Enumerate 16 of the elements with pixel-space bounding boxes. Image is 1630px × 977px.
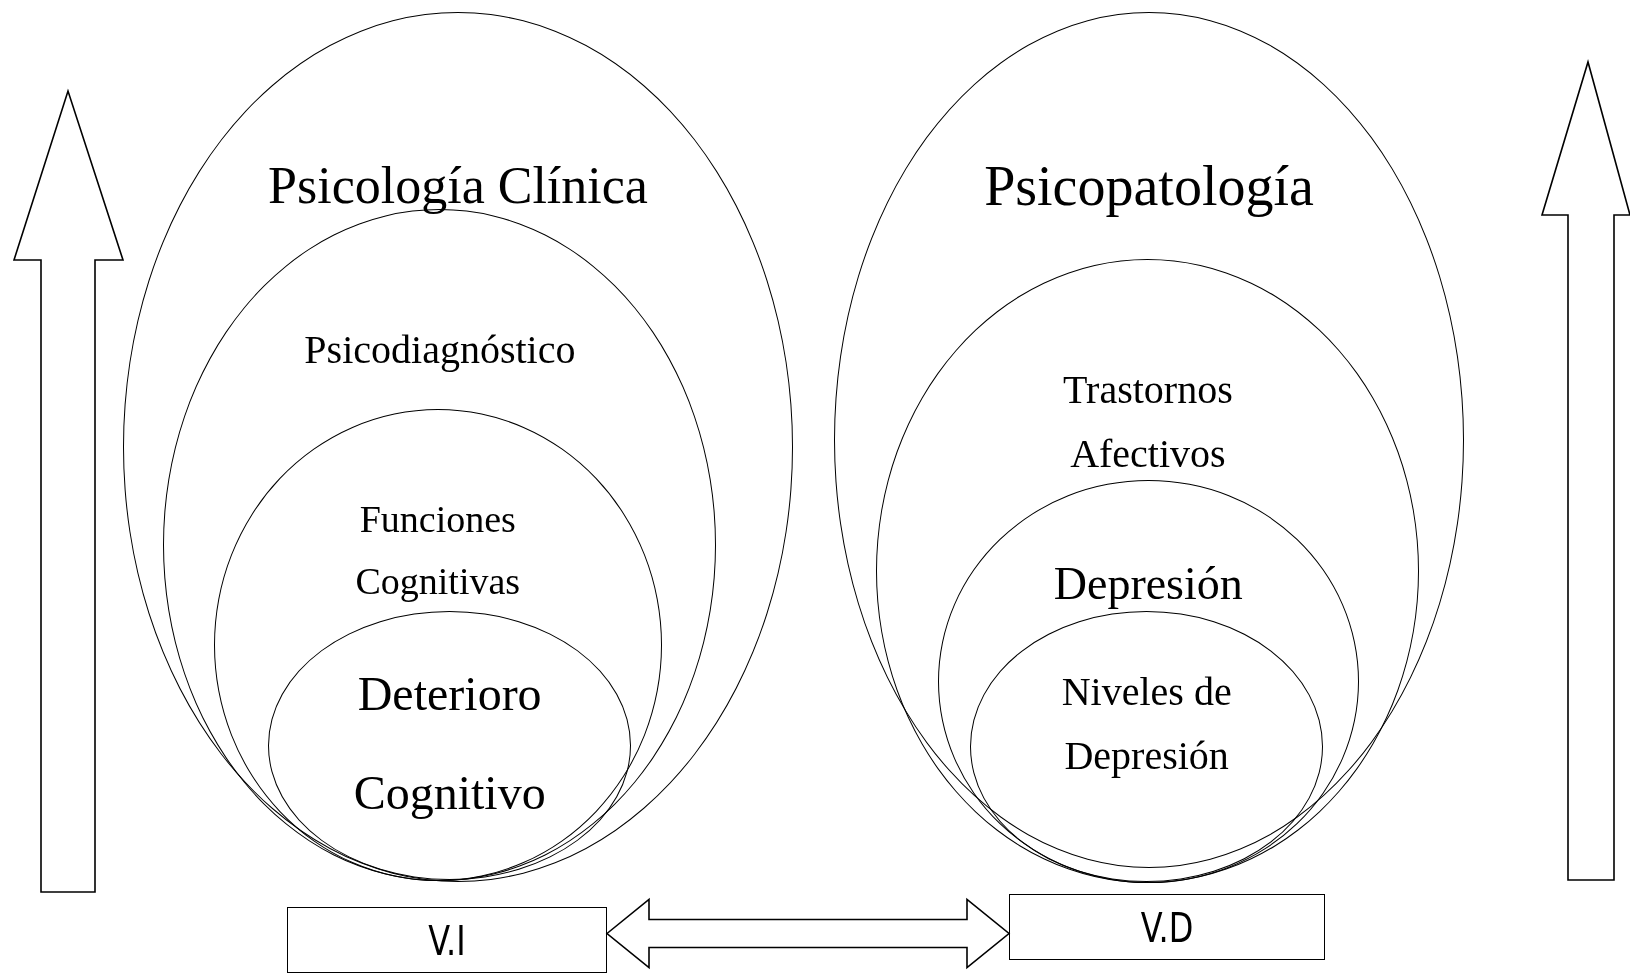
double-arrow (605, 897, 1011, 970)
ellipse (937, 479, 1359, 883)
ellipse-label: Psicología Clínica (267, 156, 649, 216)
ellipse (268, 611, 632, 881)
ellipse-label: Depresión (1052, 557, 1244, 611)
box-label: V.I (427, 918, 467, 964)
ellipse-label: Psicopatología (983, 153, 1315, 219)
ellipse-label: Psicodiagnóstico (303, 327, 577, 374)
ellipse (970, 611, 1324, 883)
variable-box (287, 907, 607, 973)
ellipse-label: Funciones Cognitivas (354, 497, 522, 605)
variable-box (1009, 894, 1325, 960)
ellipse-label: Deterioro Cognitivo (352, 665, 547, 821)
ellipse-label: Niveles de Depresión (1060, 668, 1233, 781)
ellipse-label: Trastornos Afectivos (1062, 366, 1234, 479)
box-label: V.D (1139, 905, 1195, 951)
